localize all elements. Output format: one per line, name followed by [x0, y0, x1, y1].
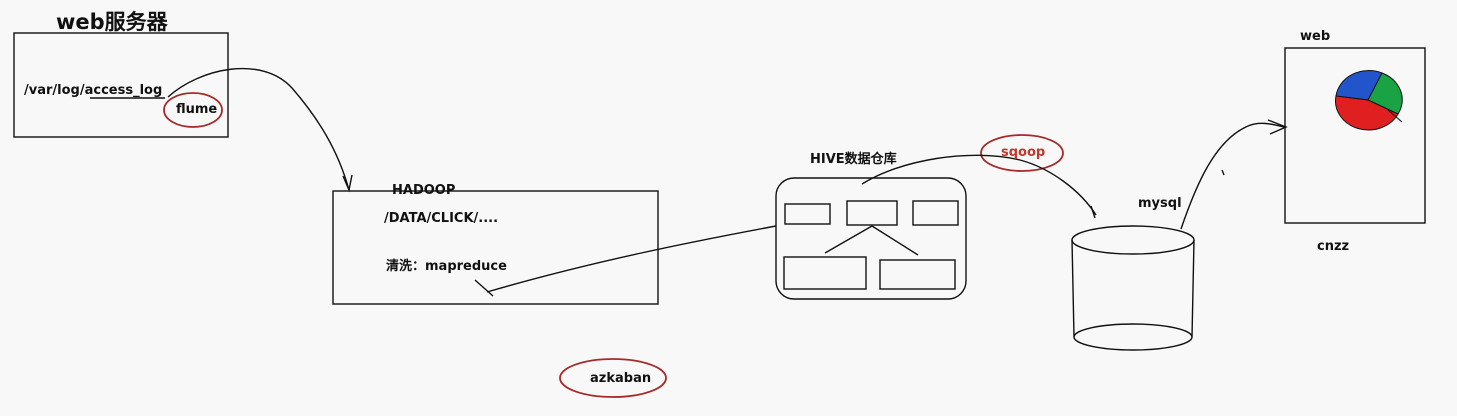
hadoop-title: HADOOP — [392, 183, 456, 198]
report-pie-chart — [1335, 70, 1403, 131]
arrowhead-hadoop — [342, 174, 353, 193]
hadoop-path: /DATA/CLICK/.... — [384, 211, 499, 226]
web-server-box — [13, 32, 229, 138]
sqoop-ellipse — [980, 134, 1064, 172]
arrow-tick-mysql — [1090, 205, 1096, 219]
mysql-cylinder-bottom — [1073, 323, 1193, 351]
web-server-title: web服务器 — [56, 10, 168, 34]
arrowhead-web — [1267, 119, 1288, 135]
flow-flume-to-hadoop — [167, 67, 350, 191]
flow-hive-to-mysql — [861, 154, 1097, 216]
hive-container — [775, 177, 967, 300]
mysql-cylinder-left — [1071, 239, 1075, 338]
web-report-title: web — [1300, 29, 1331, 44]
pie-slice-blue — [1335, 70, 1383, 101]
mysql-cylinder-right — [1191, 239, 1195, 338]
log-path-prefix: /var/log/ — [24, 83, 85, 98]
hadoop-cleaning: 清洗：mapreduce — [386, 259, 507, 274]
hive-link-left — [824, 225, 873, 254]
hive-table-2 — [846, 200, 898, 226]
azkaban-label: azkaban — [590, 371, 652, 386]
hadoop-box — [332, 190, 659, 305]
stray-tick — [1221, 169, 1225, 176]
azkaban-ellipse — [559, 358, 667, 398]
sqoop-label: sqoop — [1001, 145, 1046, 160]
hive-table-5 — [879, 259, 956, 290]
hive-link-right — [871, 225, 919, 256]
flume-label: flume — [176, 102, 218, 117]
mysql-label: mysql — [1138, 196, 1182, 211]
log-path-file: access_log — [84, 83, 163, 98]
hive-table-4 — [783, 256, 867, 290]
hive-title: HIVE数据仓库 — [810, 152, 897, 167]
hive-table-1 — [784, 203, 831, 225]
flume-ellipse — [163, 92, 223, 128]
flow-mapreduce-to-hive — [486, 225, 777, 293]
hive-table-3 — [912, 200, 959, 226]
log-path: /var/log/access_log — [24, 84, 162, 97]
flow-mysql-to-web — [1180, 122, 1285, 230]
pie-pointer — [1387, 109, 1403, 123]
web-report-caption: cnzz — [1317, 239, 1350, 254]
arrow-tick-mapreduce — [474, 279, 494, 297]
web-report-box — [1284, 47, 1426, 224]
mysql-cylinder-top — [1071, 225, 1195, 255]
pie-slice-red — [1335, 95, 1399, 131]
